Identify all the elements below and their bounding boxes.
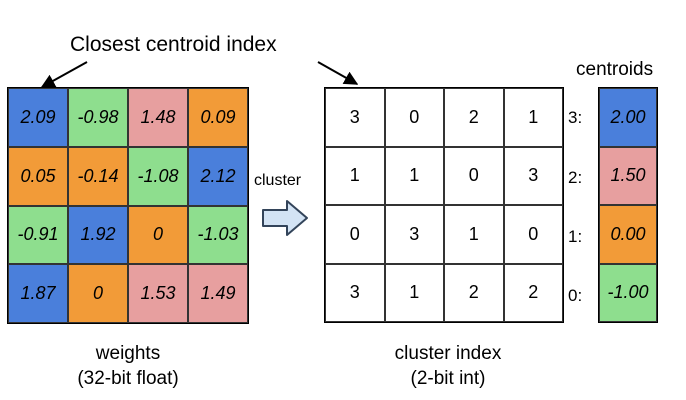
weight-cell: 1.87 [8,264,68,323]
weights-caption-subtitle: (32-bit float) [77,368,179,389]
weight-cell: 1.48 [128,88,188,147]
centroid-index-label: 1: [568,227,583,246]
index-cell: 2 [444,263,504,322]
weight-cell: 0 [68,264,128,323]
index-cell: 0 [384,88,444,147]
weight-cell: -0.91 [8,205,68,265]
cluster-index-caption-subtitle: (2-bit int) [410,368,486,389]
weight-cell: 1.53 [128,264,188,323]
weight-cell: 1.92 [68,205,128,265]
weight-cell: 0.05 [8,146,68,206]
cluster-arrow-icon [262,200,308,236]
index-cell: 3 [325,88,385,147]
closest-centroid-label: Closest centroid index [70,33,277,56]
weight-cell: -0.98 [68,88,128,147]
right-pointer-arrow-icon [317,61,359,85]
left-pointer-arrow-icon [40,61,88,88]
index-cell: 0 [444,146,504,205]
centroid-index-label: 3: [568,108,583,127]
weights-caption-title: weights [95,343,161,364]
weight-cell: 2.09 [8,88,68,147]
centroids-column: 2.00 1.50 0.00 -1.00 [598,87,658,323]
index-cell: 1 [384,146,444,205]
weight-cell: -1.03 [188,205,248,265]
index-cell: 1 [325,146,385,205]
weight-cell: -0.14 [68,146,128,206]
index-cell: 2 [503,263,563,322]
centroid-value-cell: -1.00 [599,263,657,322]
index-cell: 1 [384,263,444,322]
weight-cell: -1.08 [128,146,188,206]
weight-cell: 0.09 [188,88,248,147]
centroids-title: centroids [576,59,654,80]
centroid-value-cell: 0.00 [599,205,657,264]
index-cell: 3 [384,205,444,264]
cluster-step-label: cluster [254,172,302,189]
centroid-value-cell: 2.00 [599,88,657,147]
index-cell: 0 [325,205,385,264]
weight-cell: 1.49 [188,264,248,323]
weights-grid: 2.09 -0.98 1.48 0.09 0.05 -0.14 -1.08 2.… [7,87,249,324]
index-cell: 1 [444,205,504,264]
index-cell: 1 [503,88,563,147]
index-cell: 0 [503,205,563,264]
weights-caption: weights (32-bit float) [28,341,228,391]
weight-cell: 2.12 [188,146,248,206]
centroid-index-label: 0: [568,286,583,305]
cluster-index-caption: cluster index (2-bit int) [348,341,548,391]
index-cell: 3 [503,146,563,205]
index-cell: 3 [325,263,385,322]
centroid-value-cell: 1.50 [599,146,657,205]
centroid-index-label: 2: [568,168,583,187]
cluster-index-grid: 3 0 2 1 1 1 0 3 0 3 1 0 3 1 2 2 [324,87,564,323]
index-cell: 2 [444,88,504,147]
weight-cell: 0 [128,205,188,265]
cluster-index-caption-title: cluster index [394,343,502,364]
